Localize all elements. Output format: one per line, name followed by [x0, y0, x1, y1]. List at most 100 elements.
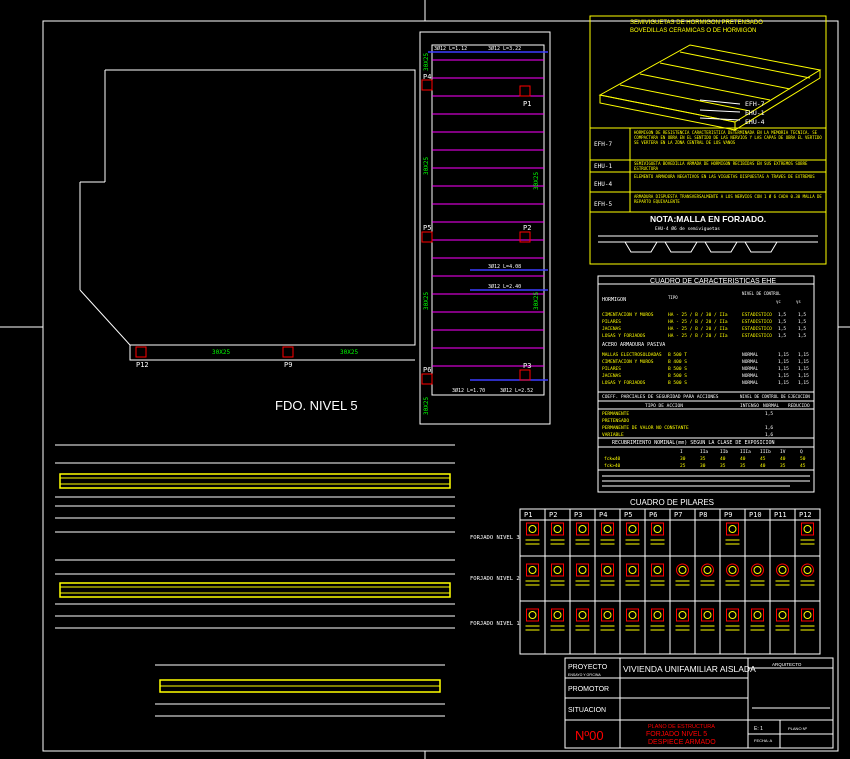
row-gc: 1,5 — [778, 319, 786, 325]
recub-value: 35 — [740, 463, 746, 469]
pilar-section-icon — [650, 522, 665, 545]
row-tipo: HA - 25 / B / 20 / IIa — [668, 319, 728, 325]
pilar-section-icon — [550, 563, 565, 586]
note-code: EHU-1 — [594, 163, 612, 170]
pilar-column-header: P2 — [549, 511, 557, 519]
pillar-label: P12 — [136, 361, 149, 369]
pillar-label: P4 — [423, 73, 431, 81]
row-control: ESTADISTICO — [742, 333, 772, 339]
recub-value: 35 — [720, 463, 726, 469]
row-gs: 1,15 — [798, 366, 809, 372]
row-name: JACENAS — [602, 373, 621, 379]
recub-value: 30 — [700, 463, 706, 469]
pillar-label: P9 — [284, 361, 292, 369]
row-name: CIMENTACION Y MUROS — [602, 359, 654, 365]
row-name: PILARES — [602, 366, 621, 372]
recub-col: IIa — [700, 449, 708, 455]
pillar-marker — [421, 373, 433, 385]
pilar-section-icon — [725, 608, 740, 631]
pillar-label: P3 — [523, 362, 531, 370]
note-text: ARMADURA DISPUESTA TRANSVERSALMENTE A LO… — [634, 194, 822, 204]
pilar-section-icon — [575, 608, 590, 631]
pilar-section-icon — [650, 563, 665, 586]
row-tipo: B 400 S — [668, 359, 687, 365]
row-tipo: HA - 25 / B / 20 / IIa — [668, 326, 728, 332]
proyecto-label: PROYECTO — [568, 664, 608, 671]
plan-title: FDO. NIVEL 5 — [275, 398, 358, 413]
row-gc: 1,5 — [778, 333, 786, 339]
situacion-label: SITUACION — [568, 707, 606, 714]
plano-title: DESPIECE ARMADO — [648, 739, 716, 746]
beam-detail-3 — [155, 664, 445, 717]
row-name: CIMENTACION Y MUROS — [602, 312, 654, 318]
recub-col: IV — [780, 449, 786, 455]
pilar-column-header: P7 — [674, 511, 682, 519]
beam-label: 30X25 — [423, 53, 430, 71]
pillar-marker — [519, 85, 531, 97]
pilar-column-header: P9 — [724, 511, 732, 519]
row-gs: 1,15 — [798, 380, 809, 386]
legend-label: EFH-7 — [745, 100, 765, 108]
plan-outline — [105, 69, 416, 361]
promotor-label: PROMOTOR — [568, 686, 609, 693]
pilar-section-icon — [525, 608, 540, 631]
row-tipo: HA - 25 / B / 30 / IIa — [668, 312, 728, 318]
pilar-section-icon — [575, 563, 590, 586]
coef-value: 1,5 — [765, 411, 773, 417]
row-gs: 1,5 — [798, 326, 806, 332]
coef-col: TIPO DE ACCION — [645, 403, 683, 409]
plano-title: PLANO DE ESTRUCTURA — [648, 724, 715, 730]
legend-label: EHU-1 — [745, 109, 765, 117]
row-name: PILARES — [602, 319, 621, 325]
fecha-label: FECHA: A — [754, 738, 773, 743]
pillar-marker — [519, 231, 531, 243]
coef-subtitle: NIVEL DE CONTROL DE EJECUCION — [740, 394, 810, 399]
row-control: NORMAL — [742, 352, 759, 358]
pilar-column-header: P10 — [749, 511, 762, 519]
recub-value: 40 — [720, 456, 726, 462]
pillar-label: P1 — [523, 100, 531, 108]
row-tipo: HA - 25 / B / 20 / IIa — [668, 333, 728, 339]
note-text: SEMIVIGUETA BOVEDILLA ARMADA DE HORMIGON… — [634, 161, 808, 171]
note-code: EFH-7 — [594, 141, 612, 148]
pillar-marker — [135, 346, 147, 358]
pilares-title: CUADRO DE PILARES — [630, 498, 714, 507]
rebar-note: 3Ø12 L=2.52 — [500, 387, 533, 394]
row-control: NORMAL — [742, 373, 759, 379]
col-header: NIVEL DE CONTROL — [742, 291, 781, 296]
recub-value: 40 — [780, 456, 786, 462]
note-code: EFH-5 — [594, 201, 612, 208]
rebar-note: 3Ø12 L=3.22 — [488, 45, 521, 52]
row-control: ESTADISTICO — [742, 326, 772, 332]
caracteristicas-table: CUADRO DE CARACTERISTICAS EHE HORMIGON T… — [597, 275, 815, 493]
row-gc: 1,15 — [778, 373, 789, 379]
row-gc: 1,15 — [778, 352, 789, 358]
slab-section — [598, 235, 818, 253]
arquitecto-label: ARQUITECTO — [772, 662, 802, 667]
beam-label: 30X25 — [423, 292, 430, 310]
row-gc: 1,5 — [778, 312, 786, 318]
section-label: ACERO ARMADURA PASIVA — [602, 342, 665, 348]
rebar-note: 3Ø12 L=1.12 — [434, 45, 467, 52]
row-gs: 1,5 — [798, 312, 806, 318]
rebar-note: 3Ø12 L=4.08 — [488, 263, 521, 270]
detail-heading: SEMIVIGUETAS DE HORMIGON PRETENSADO — [630, 20, 763, 26]
pilar-section-icon — [625, 608, 640, 631]
pilar-section-icon — [775, 608, 790, 631]
rebar-note: 3Ø12 L=1.70 — [452, 387, 485, 394]
proyecto-sublabel: ENSAYO Y OFICINA — [568, 673, 601, 677]
pillar-label: P6 — [423, 366, 431, 374]
recub-row-label: fck>40 — [604, 463, 621, 469]
coef-col: INTENSO — [740, 403, 759, 409]
beam-detail-2 — [55, 559, 455, 629]
row-gs: 1,5 — [798, 319, 806, 325]
coef-col: NORMAL — [763, 403, 780, 409]
pilar-section-icon — [600, 522, 615, 545]
pilar-section-icon — [625, 522, 640, 545]
coef-col: REDUCIDO — [788, 403, 810, 409]
coef-row: PRETENSADO — [602, 418, 629, 424]
beam-label: 30X25 — [533, 292, 540, 310]
recub-value: 45 — [760, 456, 766, 462]
pilar-column-header: P3 — [574, 511, 582, 519]
